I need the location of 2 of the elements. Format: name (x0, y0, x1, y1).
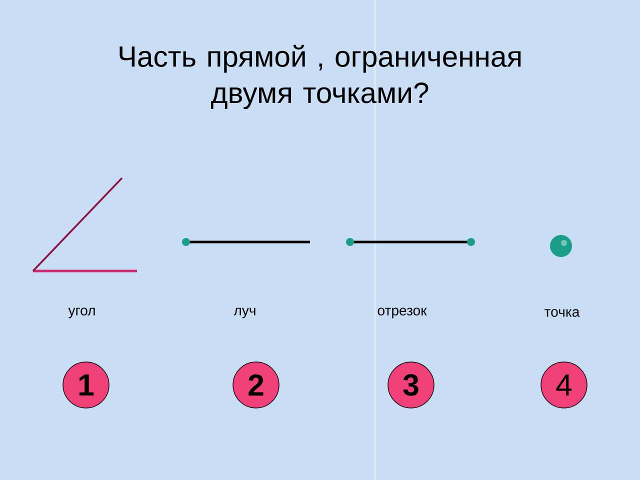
figure-label: луч (234, 308, 256, 318)
title: Часть прямой , ограниченная двумя точками? (120, 44, 521, 110)
